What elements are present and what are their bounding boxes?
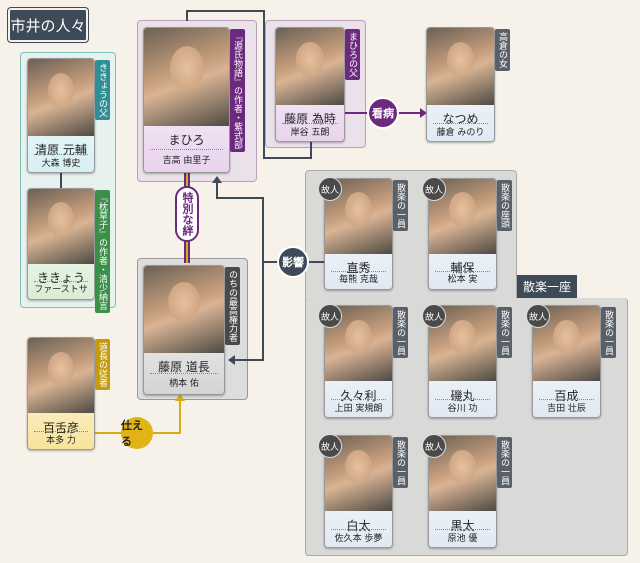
deceased-badge: 故人 xyxy=(318,177,342,201)
character-photo xyxy=(28,338,94,414)
deceased-badge: 故人 xyxy=(526,304,550,328)
role-tag: まひろの父 xyxy=(345,29,360,80)
role-tag: 『枕草子』の作者・清少納言 xyxy=(95,190,110,313)
sanraku-group-label: 散楽一座 xyxy=(517,275,577,298)
role-tag: 道長の従者 xyxy=(95,339,110,390)
deceased-badge: 故人 xyxy=(318,304,342,328)
influence-line xyxy=(216,182,218,199)
role-tag: 散楽の一員 xyxy=(393,307,408,358)
actor-name: 吉田 壮辰 xyxy=(539,398,594,417)
connector-line xyxy=(263,157,312,159)
influence-line xyxy=(234,359,264,361)
arrow-head xyxy=(420,108,427,118)
role-tag: 散楽の座頭 xyxy=(497,180,512,231)
character-name: まひろ xyxy=(168,133,205,148)
actor-name: 本多 力 xyxy=(34,430,88,449)
connector-line xyxy=(186,10,188,21)
influence-line xyxy=(216,197,264,199)
actor-name: 柄本 佑 xyxy=(150,373,218,394)
deceased-badge: 故人 xyxy=(422,434,446,458)
character-photo xyxy=(429,306,496,382)
character-photo xyxy=(144,28,229,126)
character-photo xyxy=(325,306,392,382)
bond-label: 特別な絆 xyxy=(175,186,199,242)
connector-line xyxy=(186,10,265,12)
role-tag: 散楽の一員 xyxy=(497,307,512,358)
serve-line xyxy=(179,400,181,434)
role-tag: ききょうの父 xyxy=(95,60,110,120)
character-card[interactable]: 磯丸 谷川 功 xyxy=(428,305,497,418)
arrow-head xyxy=(175,394,185,401)
actor-name: 原池 優 xyxy=(435,528,490,547)
arrow-head xyxy=(228,355,235,365)
role-tag: のちの最高権力者 xyxy=(225,267,240,345)
character-card[interactable]: なつめ 藤倉 みのり xyxy=(426,27,495,142)
actor-name: 谷川 功 xyxy=(435,398,490,417)
character-photo xyxy=(144,266,224,354)
actor-name: 佐久本 歩夢 xyxy=(331,528,386,547)
role-tag: 『源氏物語』の作者・紫式部 xyxy=(230,29,245,152)
connector-line xyxy=(310,142,312,159)
role-tag: 散楽の一員 xyxy=(393,437,408,488)
actor-name: 松本 実 xyxy=(435,271,490,289)
influence-label: 影響 xyxy=(277,246,309,278)
character-card[interactable]: 清原 元輔 大森 博史 xyxy=(27,58,95,173)
influence-line xyxy=(262,197,264,361)
character-photo xyxy=(325,436,392,512)
actor-name: 上田 実規朗 xyxy=(331,398,386,417)
care-label: 看病 xyxy=(367,97,399,129)
role-tag: 高倉の女 xyxy=(495,29,510,71)
role-tag: 散楽の一員 xyxy=(497,437,512,488)
character-card[interactable]: 藤原 為時 岸谷 五朗 xyxy=(275,27,345,142)
role-tag: 散楽の一員 xyxy=(393,180,408,231)
actor-name: ファーストサマーウイカ xyxy=(34,281,88,299)
actor-name: 吉高 由里子 xyxy=(150,148,223,172)
character-photo xyxy=(28,59,94,136)
actor-name: 大森 博史 xyxy=(34,153,88,172)
deceased-badge: 故人 xyxy=(422,304,446,328)
actor-name: 藤倉 みのり xyxy=(433,122,488,141)
connector-line xyxy=(263,10,265,159)
character-name: 藤原 道長 xyxy=(158,360,210,375)
deceased-badge: 故人 xyxy=(318,434,342,458)
character-photo xyxy=(429,436,496,512)
actor-name: 毎熊 克哉 xyxy=(331,271,386,289)
character-card[interactable]: 黒太 原池 優 xyxy=(428,435,497,548)
character-card[interactable]: まひろ 吉高 由里子 xyxy=(143,27,230,173)
character-photo xyxy=(276,28,344,105)
character-card[interactable]: 百舌彦 本多 力 xyxy=(27,337,95,450)
character-photo xyxy=(427,28,494,105)
deceased-badge: 故人 xyxy=(422,177,446,201)
serve-label: 仕える xyxy=(121,417,153,449)
character-card[interactable]: ききょう ファーストサマーウイカ xyxy=(27,188,95,300)
character-photo xyxy=(28,189,94,264)
section-title: 市井の人々 xyxy=(7,7,89,43)
role-tag: 散楽の一員 xyxy=(601,307,616,358)
actor-name: 岸谷 五朗 xyxy=(282,122,338,141)
character-card[interactable]: 白太 佐久本 歩夢 xyxy=(324,435,393,548)
arrow-head xyxy=(212,176,222,183)
connector-line xyxy=(60,173,62,188)
character-card[interactable]: 藤原 道長 柄本 佑 xyxy=(143,265,225,395)
